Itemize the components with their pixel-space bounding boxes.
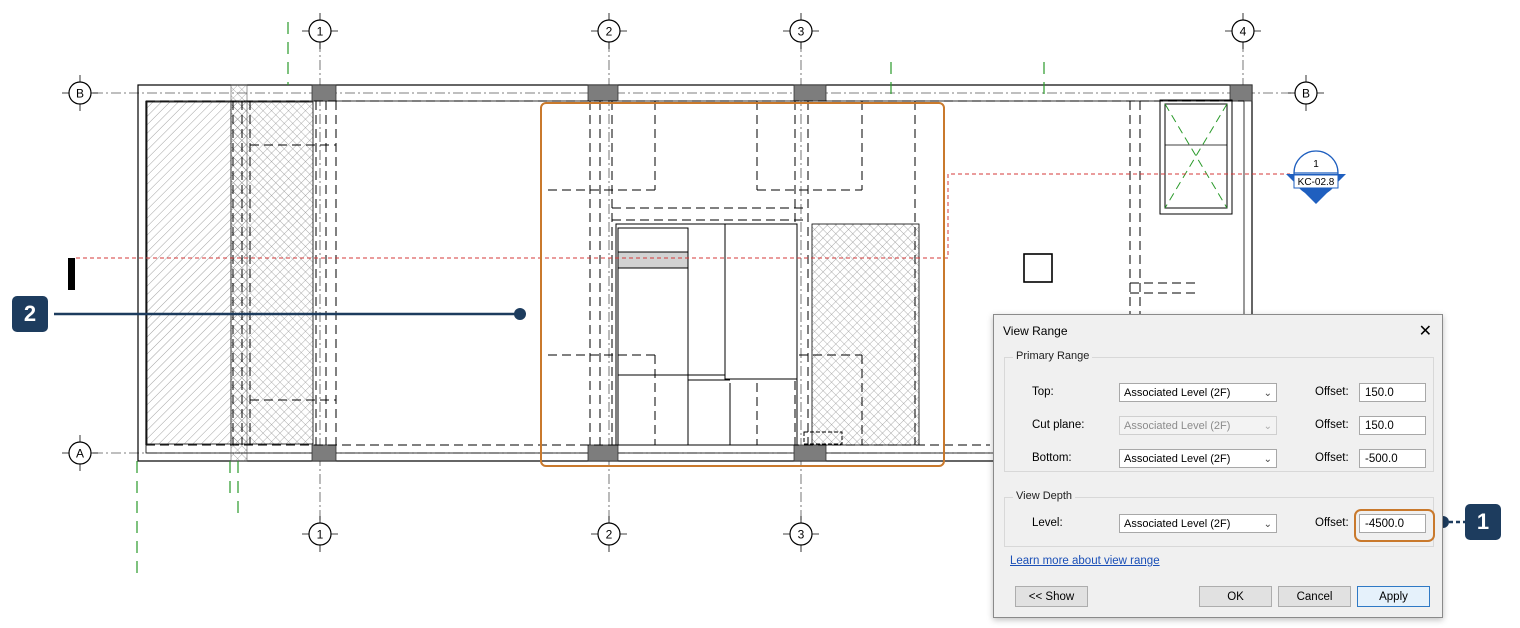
grid-bubble-3-top: 3: [783, 13, 819, 49]
square-object: [1023, 253, 1053, 283]
hatch-strip: [230, 84, 248, 462]
grid-bubble-b-left: B: [62, 75, 98, 111]
grid-bubble-1-top: 1: [302, 13, 338, 49]
cut-plane-level-value: Associated Level (2F): [1124, 420, 1231, 432]
depth-offset-highlight: [1354, 509, 1435, 542]
apply-button[interactable]: Apply: [1357, 586, 1430, 607]
learn-more-link[interactable]: Learn more about view range: [1010, 555, 1160, 567]
bottom-level-value: Associated Level (2F): [1124, 453, 1231, 465]
svg-text:B: B: [76, 87, 84, 101]
cut-plane-label: Cut plane:: [1032, 419, 1085, 431]
section-line: [76, 173, 1290, 259]
core-highlight-frame: [540, 102, 945, 467]
svg-text:1: 1: [317, 528, 324, 542]
ok-button[interactable]: OK: [1199, 586, 1272, 607]
top-level-value: Associated Level (2F): [1124, 387, 1231, 399]
top-label: Top:: [1032, 386, 1054, 398]
cancel-button[interactable]: Cancel: [1278, 586, 1351, 607]
grid-bubble-a-left: A: [62, 435, 98, 471]
view-depth-label: View Depth: [1013, 490, 1076, 502]
top-offset-input[interactable]: [1359, 383, 1426, 402]
view-range-dialog: View Range ✕ Primary Range Top: Associat…: [993, 314, 1443, 618]
callout-badge-2: 2: [12, 296, 48, 332]
bottom-offset-input[interactable]: [1359, 449, 1426, 468]
grid-bubble-2-bottom: 2: [591, 516, 627, 552]
section-tag: 1 KC-02.8: [1286, 150, 1346, 204]
green-dashed-lines: [136, 22, 1045, 580]
hatch-area-left: [146, 101, 232, 445]
grid-bubble-2-top: 2: [591, 13, 627, 49]
chevron-down-icon: ⌄: [1263, 454, 1272, 465]
depth-level-value: Associated Level (2F): [1124, 518, 1231, 530]
section-start-marker: [68, 258, 75, 290]
svg-text:3: 3: [798, 25, 805, 39]
hatch-area-center: [811, 223, 920, 446]
dashed-beams: [146, 100, 1244, 446]
grid-bubble-1-bottom: 1: [302, 516, 338, 552]
structural-columns: [311, 84, 1253, 462]
chevron-down-icon: ⌄: [1263, 388, 1272, 399]
depth-level-select[interactable]: Associated Level (2F) ⌄: [1119, 514, 1277, 533]
cut-plane-offset-label: Offset:: [1315, 419, 1349, 431]
callout-badge-1: 1: [1465, 504, 1501, 540]
bottom-offset-label: Offset:: [1315, 452, 1349, 464]
shaft-room: [1159, 99, 1233, 215]
cut-plane-level-select: Associated Level (2F) ⌄: [1119, 416, 1277, 435]
primary-range-label: Primary Range: [1013, 350, 1093, 362]
chevron-down-icon: ⌄: [1263, 421, 1272, 432]
svg-text:2: 2: [606, 25, 613, 39]
svg-text:KC-02.8: KC-02.8: [1298, 177, 1335, 188]
svg-text:1: 1: [317, 25, 324, 39]
svg-text:3: 3: [798, 528, 805, 542]
bottom-level-select[interactable]: Associated Level (2F) ⌄: [1119, 449, 1277, 468]
grid-bubble-3-bottom: 3: [783, 516, 819, 552]
svg-text:4: 4: [1240, 25, 1247, 39]
svg-text:B: B: [1302, 87, 1310, 101]
depth-level-label: Level:: [1032, 517, 1063, 529]
core-rooms: [615, 223, 843, 446]
grid-bubbles: 1 2 3 4 1 2: [62, 13, 1324, 552]
chevron-down-icon: ⌄: [1263, 519, 1272, 530]
show-button[interactable]: << Show: [1015, 586, 1088, 607]
dialog-title: View Range: [1003, 324, 1068, 338]
svg-text:A: A: [76, 447, 84, 461]
close-icon[interactable]: ✕: [1418, 323, 1432, 340]
cut-plane-offset-input[interactable]: [1359, 416, 1426, 435]
depth-offset-input[interactable]: [1359, 514, 1426, 533]
top-offset-label: Offset:: [1315, 386, 1349, 398]
grid-bubble-4-top: 4: [1225, 13, 1261, 49]
view-depth-group: View Depth Level: Associated Level (2F) …: [1004, 490, 1434, 547]
bottom-label: Bottom:: [1032, 452, 1072, 464]
primary-range-group: Primary Range Top: Associated Level (2F)…: [1004, 350, 1434, 472]
depth-offset-label: Offset:: [1315, 517, 1349, 529]
grid-bubble-b-right: B: [1288, 75, 1324, 111]
callout-2-leader: [54, 308, 526, 320]
svg-text:2: 2: [606, 528, 613, 542]
top-level-select[interactable]: Associated Level (2F) ⌄: [1119, 383, 1277, 402]
svg-text:1: 1: [1313, 159, 1319, 170]
